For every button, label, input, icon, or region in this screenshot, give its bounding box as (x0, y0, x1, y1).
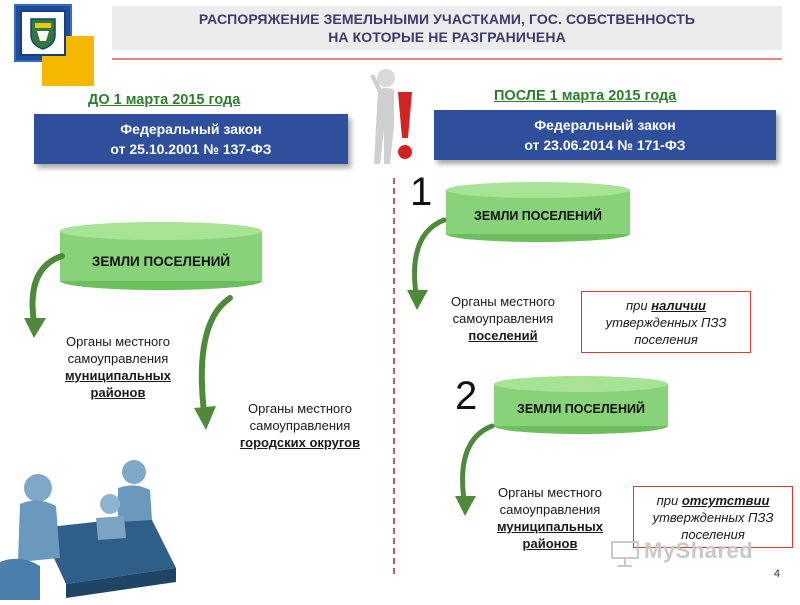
note-prefix: при (656, 493, 679, 508)
org-text: Органы местного (66, 334, 170, 349)
law-after-line1: Федеральный закон (534, 117, 676, 133)
org-text: Органы местного (248, 401, 352, 416)
drum-before-label: ЗЕМЛИ ПОСЕЛЕНИЙ (91, 254, 231, 269)
column-divider (393, 178, 395, 574)
title-line-2: НА КОТОРЫЕ НЕ РАЗГРАНИЧЕНА (328, 29, 566, 45)
org-text: самоуправления (249, 418, 351, 433)
drum-lands-case1: ЗЕМЛИ ПОСЕЛЕНИЙ (446, 182, 630, 242)
org-municipal-districts-after: Органы местного самоуправления муниципал… (478, 484, 622, 552)
curved-arrow-icon (24, 253, 65, 338)
meeting-figures-icon (0, 458, 178, 600)
watermark-text: MyShared (644, 538, 754, 563)
drum-case1-label: ЗЕМЛИ ПОСЕЛЕНИЙ (474, 209, 602, 223)
law-before-line2: от 25.10.2001 № 137-ФЗ (110, 141, 272, 157)
before-heading: ДО 1 марта 2015 года (88, 92, 241, 108)
law-after-line2: от 23.06.2014 № 171-ФЗ (524, 137, 686, 153)
exclamation-figure-icon (368, 66, 420, 172)
note-text: утвержденных ПЗЗ (652, 510, 774, 525)
emblem-icon (20, 10, 66, 56)
title-underline (112, 58, 782, 60)
org-bold: городских округов (239, 435, 361, 450)
note-keyword: наличии (651, 298, 706, 313)
drum-lands-before: ЗЕМЛИ ПОСЕЛЕНИЙ (60, 222, 262, 290)
note-pzz-present: при наличии утвержденных ПЗЗ поселения (581, 291, 751, 353)
curved-arrow-icon (407, 217, 447, 310)
law-before-line1: Федеральный закон (120, 121, 262, 137)
after-heading: ПОСЛЕ 1 марта 2015 года (494, 88, 677, 104)
case-number-1: 1 (410, 170, 433, 214)
org-text: самоуправления (499, 502, 601, 517)
law-box-after: Федеральный закон от 23.06.2014 № 171-ФЗ (434, 110, 776, 160)
note-text: поселения (681, 527, 745, 542)
org-text: Органы местного (451, 294, 555, 309)
org-settlements-after: Органы местного самоуправления поселений (436, 293, 570, 344)
curved-arrow-icon (194, 295, 233, 430)
org-bold: районов (90, 385, 146, 400)
note-prefix: при (626, 298, 648, 313)
page-number: 4 (773, 568, 780, 580)
org-city-districts-before: Органы местного самоуправления городских… (222, 400, 378, 451)
org-bold: поселений (468, 328, 538, 343)
case-number-2: 2 (455, 374, 478, 418)
title-line-1: РАСПОРЯЖЕНИЕ ЗЕМЕЛЬНЫМИ УЧАСТКАМИ, ГОС. … (198, 11, 696, 27)
org-bold: районов (522, 536, 578, 551)
org-municipal-districts-before: Органы местного самоуправления муниципал… (44, 333, 192, 401)
note-text: поселения (634, 332, 698, 347)
note-pzz-absent: при отсутствии утвержденных ПЗЗ поселени… (633, 486, 793, 548)
presentation-icon (610, 540, 640, 568)
note-keyword: отсутствии (681, 493, 770, 508)
org-text: самоуправления (67, 351, 169, 366)
org-text: Органы местного (498, 485, 602, 500)
org-bold: муниципальных (496, 519, 604, 534)
org-bold: муниципальных (64, 368, 172, 383)
drum-lands-case2: ЗЕМЛИ ПОСЕЛЕНИЙ (494, 376, 668, 434)
org-text: самоуправления (452, 311, 554, 326)
slide-title: РАСПОРЯЖЕНИЕ ЗЕМЕЛЬНЫМИ УЧАСТКАМИ, ГОС. … (112, 6, 782, 50)
law-box-before: Федеральный закон от 25.10.2001 № 137-ФЗ (34, 114, 348, 164)
drum-case2-label: ЗЕМЛИ ПОСЕЛЕНИЙ (517, 402, 645, 416)
curved-arrow-icon (455, 423, 495, 516)
note-text: утвержденных ПЗЗ (605, 315, 727, 330)
